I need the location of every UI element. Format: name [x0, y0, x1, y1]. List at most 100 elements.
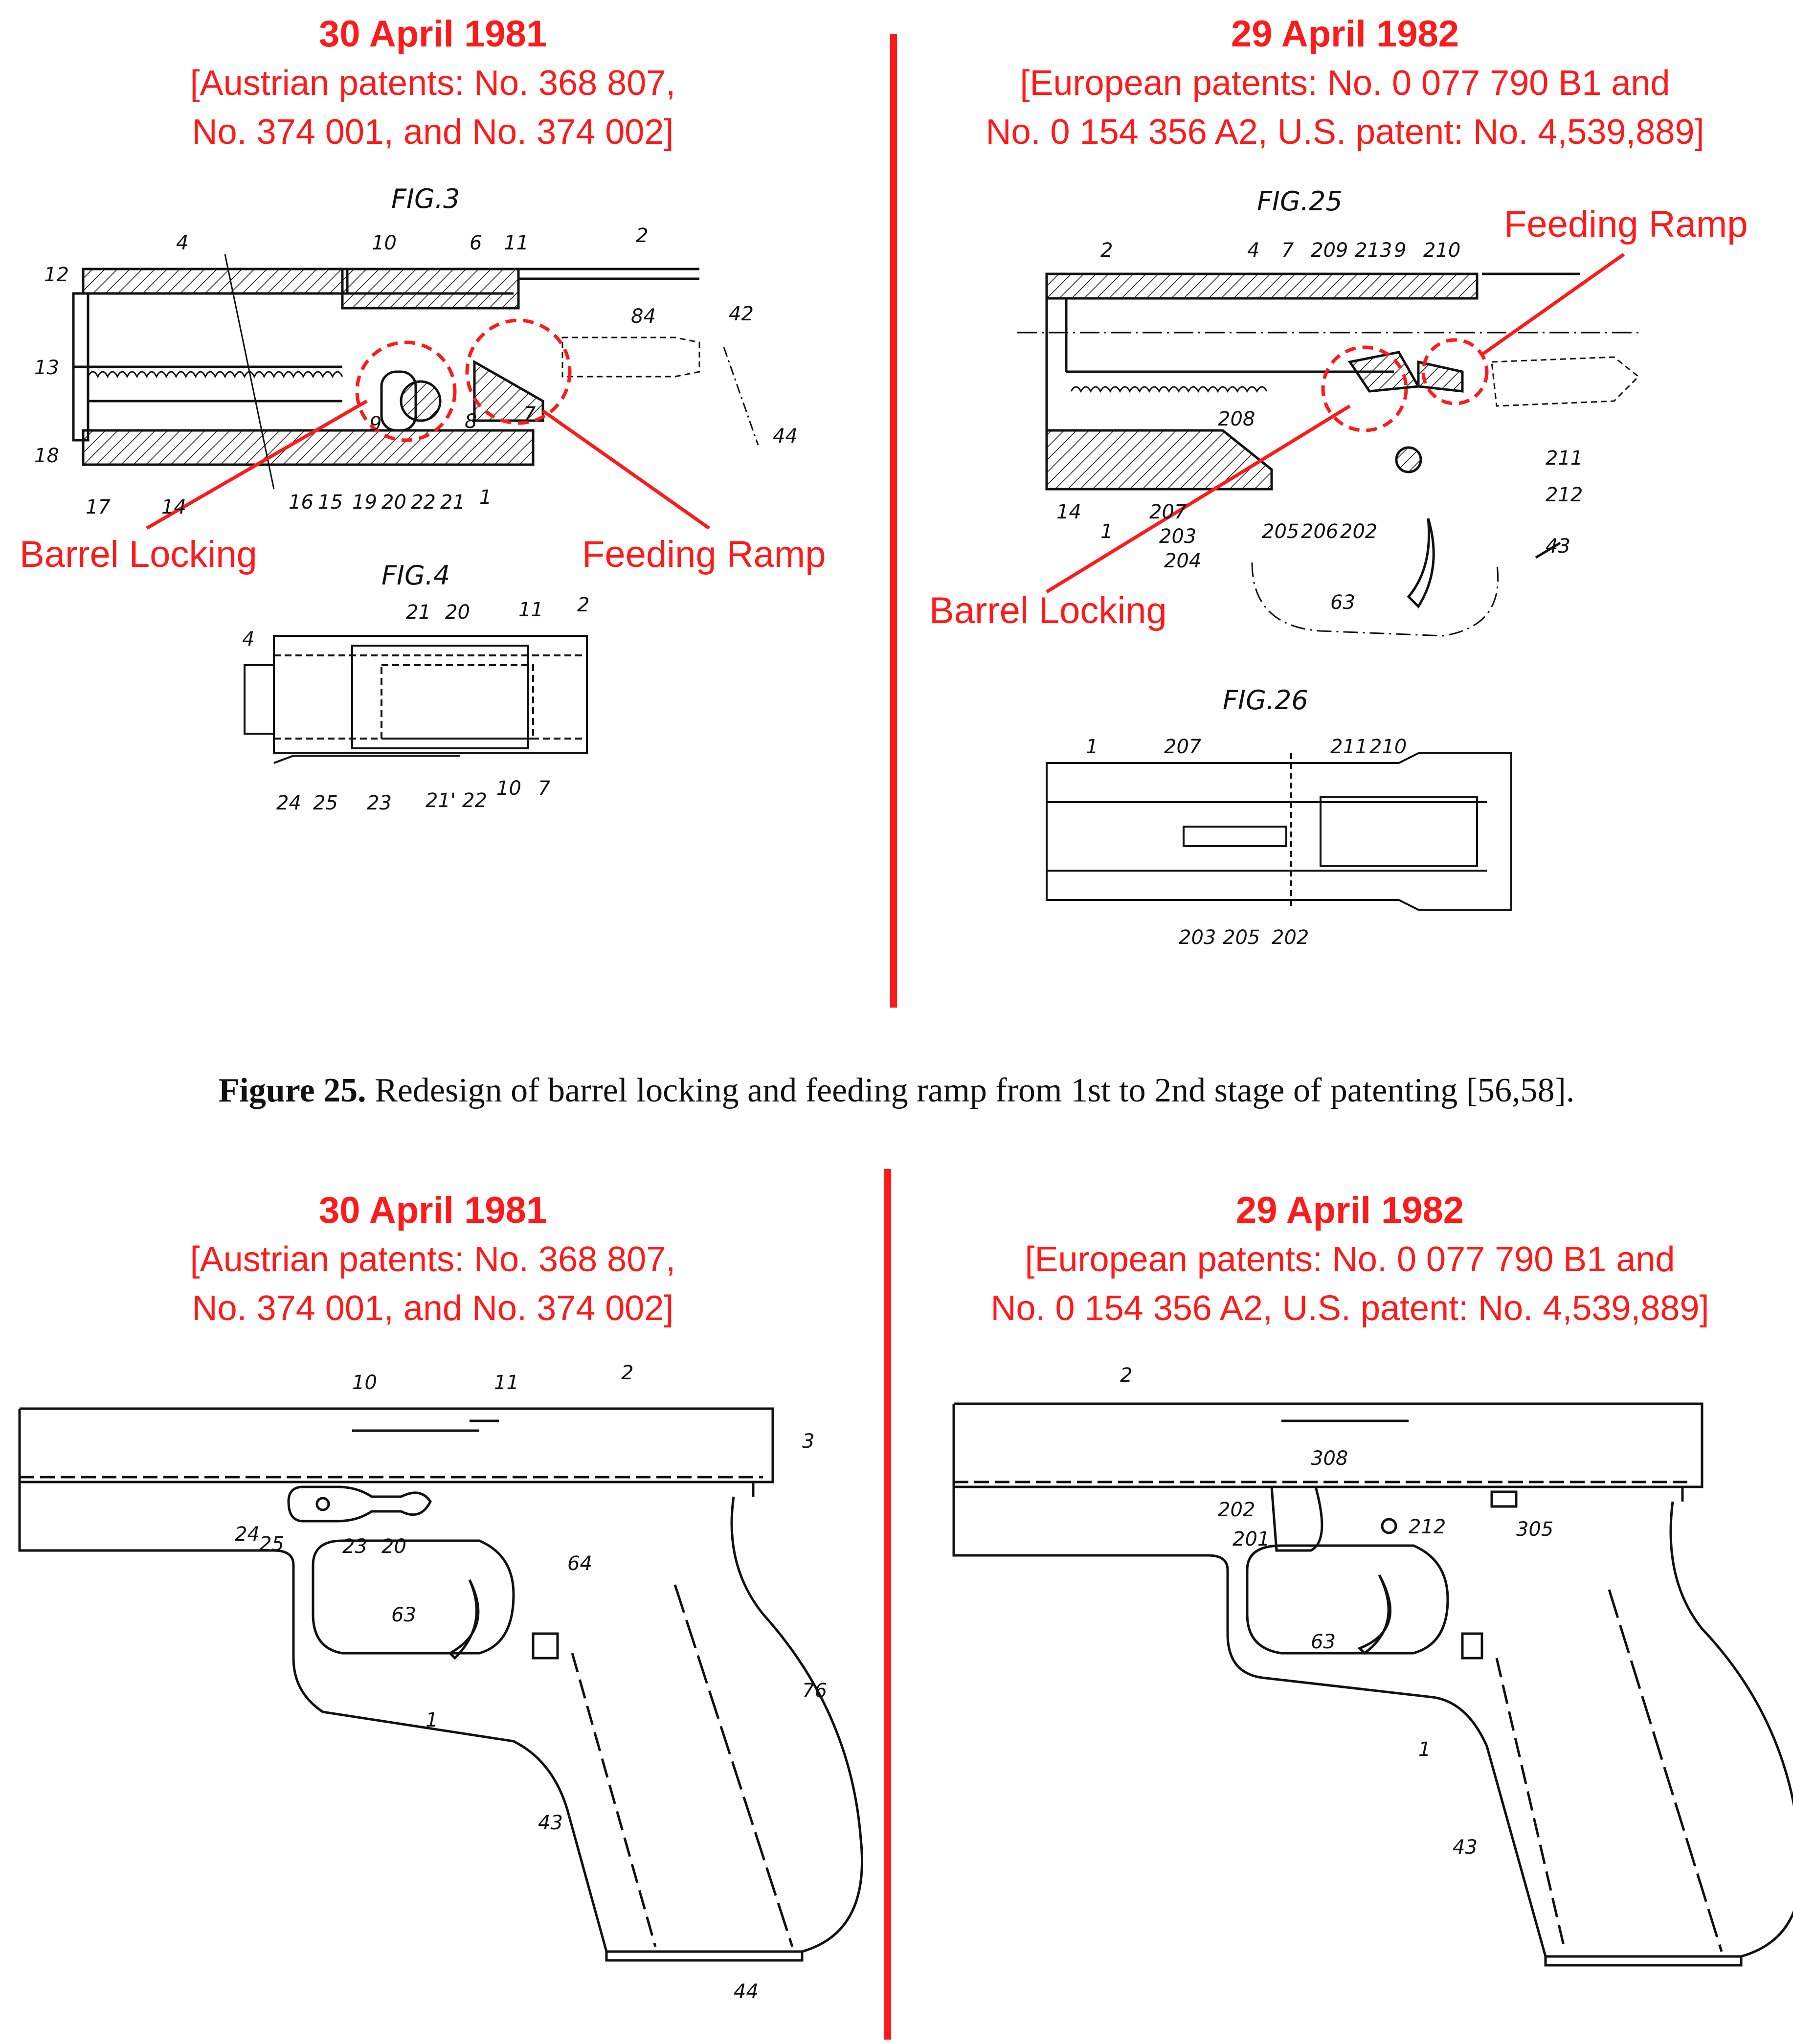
svg-text:1: 1 [1086, 736, 1098, 758]
svg-text:21: 21 [440, 491, 465, 514]
header-bottom-left: 30 April 1981 [Austrian patents: No. 368… [29, 1186, 836, 1333]
pistol-left-drawing [18, 1407, 863, 1962]
header-top-right: 29 April 1982 [European patents: No. 0 0… [919, 10, 1771, 157]
svg-text:11: 11 [504, 232, 529, 254]
caption-label: Figure 25. [218, 1072, 366, 1109]
svg-text:2: 2 [577, 594, 589, 616]
svg-text:20: 20 [381, 1535, 406, 1558]
header-ref-line1: [Austrian patents: No. 368 807, [190, 64, 676, 103]
svg-text:10: 10 [496, 777, 521, 800]
svg-text:20: 20 [381, 491, 406, 514]
svg-text:10: 10 [372, 232, 397, 254]
svg-text:44: 44 [773, 425, 798, 448]
svg-text:43: 43 [1453, 1836, 1478, 1859]
svg-text:3: 3 [802, 1430, 814, 1453]
caption-text: Redesign of barrel locking and feeding r… [366, 1072, 1575, 1109]
svg-text:12: 12 [44, 264, 69, 286]
svg-text:10: 10 [352, 1371, 377, 1394]
fig3-label: FIG.3 [391, 183, 460, 214]
svg-text:212: 212 [1409, 1516, 1446, 1538]
fig25-drawing: FIG.25 [1017, 186, 1640, 637]
header-ref-line2: No. 374 001, and No. 374 002] [192, 1289, 674, 1328]
svg-text:22: 22 [462, 789, 487, 812]
fig4-numbers: 21 20 11 2 4 24 25 23 21' 22 10 7 [242, 594, 589, 814]
svg-text:308: 308 [1311, 1447, 1348, 1470]
svg-text:210: 210 [1423, 239, 1460, 262]
callout-barrel-locking-right: Barrel Locking [929, 590, 1167, 631]
svg-text:24: 24 [235, 1523, 260, 1546]
svg-text:7: 7 [523, 403, 536, 426]
svg-text:1: 1 [1418, 1738, 1431, 1761]
fig26-drawing: FIG.26 [1046, 685, 1512, 911]
svg-text:63: 63 [391, 1604, 416, 1626]
svg-text:43: 43 [538, 1812, 563, 1834]
svg-text:202: 202 [1218, 1499, 1255, 1521]
svg-text:205: 205 [1223, 926, 1260, 949]
svg-text:43: 43 [1546, 535, 1570, 558]
callout-feeding-ramp-right: Feeding Ramp [1504, 203, 1748, 245]
pistol-right-numbers: 2 308 202 201 212 305 63 1 43 [1120, 1364, 1553, 1859]
svg-text:76: 76 [802, 1680, 827, 1702]
fig25-callouts [1046, 253, 1625, 593]
svg-text:13: 13 [34, 357, 59, 379]
pistol-right-drawing [952, 1402, 1793, 1967]
figure-caption: Figure 25. Redesign of barrel locking an… [0, 1071, 1793, 1110]
svg-text:21: 21 [406, 601, 431, 624]
header-ref-line2: No. 0 154 356 A2, U.S. patent: No. 4,539… [990, 1289, 1709, 1328]
svg-text:1: 1 [426, 1709, 438, 1731]
svg-text:11: 11 [494, 1371, 519, 1394]
svg-text:11: 11 [518, 599, 543, 621]
svg-text:212: 212 [1546, 484, 1583, 506]
svg-text:209: 209 [1311, 239, 1348, 262]
svg-text:211: 211 [1546, 447, 1583, 470]
svg-text:23: 23 [342, 1535, 367, 1558]
header-date: 30 April 1981 [318, 1190, 547, 1231]
svg-text:20: 20 [445, 601, 470, 624]
svg-text:25: 25 [259, 1533, 284, 1555]
svg-text:15: 15 [318, 491, 343, 514]
svg-text:2: 2 [636, 225, 648, 247]
svg-text:63: 63 [1330, 591, 1355, 614]
header-ref-line2: No. 374 001, and No. 374 002] [192, 112, 674, 152]
svg-text:4: 4 [1247, 239, 1259, 262]
svg-text:16: 16 [289, 491, 314, 514]
svg-text:210: 210 [1369, 736, 1407, 758]
svg-text:14: 14 [1056, 501, 1081, 523]
svg-text:21': 21' [426, 789, 456, 812]
svg-text:203: 203 [1179, 926, 1216, 949]
header-date: 29 April 1982 [1235, 1190, 1464, 1231]
svg-text:9: 9 [1394, 239, 1406, 262]
svg-text:1: 1 [1100, 520, 1113, 543]
svg-text:2: 2 [1120, 1364, 1132, 1387]
svg-text:202: 202 [1272, 926, 1309, 949]
header-ref-line1: [European patents: No. 0 077 790 B1 and [1025, 1240, 1675, 1279]
header-date: 30 April 1981 [318, 13, 547, 55]
svg-text:17: 17 [86, 496, 111, 518]
svg-text:6: 6 [470, 232, 482, 254]
svg-text:9: 9 [369, 413, 381, 435]
header-date: 29 April 1982 [1231, 13, 1459, 55]
svg-text:4: 4 [176, 232, 188, 254]
fig25-numbers: 2 4 7 209 213 9 210 208 14 1 207 203 204… [1056, 239, 1583, 614]
svg-text:2: 2 [621, 1362, 633, 1384]
svg-text:22: 22 [411, 491, 436, 514]
svg-text:42: 42 [729, 303, 754, 325]
svg-text:23: 23 [367, 792, 392, 814]
svg-text:7: 7 [538, 777, 551, 800]
header-top-left: 30 April 1981 [Austrian patents: No. 368… [29, 10, 836, 157]
fig3-drawing: FIG.3 [72, 183, 759, 490]
svg-text:205: 205 [1262, 520, 1299, 543]
svg-text:211: 211 [1330, 736, 1367, 758]
callout-barrel-locking-left: Barrel Locking [20, 534, 257, 575]
fig26-numbers: 1 207 211 210 203 205 202 [1086, 736, 1407, 949]
svg-text:44: 44 [734, 1980, 759, 2003]
svg-text:14: 14 [161, 496, 186, 518]
svg-text:24: 24 [276, 792, 301, 814]
svg-text:204: 204 [1164, 550, 1201, 572]
svg-text:213: 213 [1355, 239, 1392, 262]
svg-text:208: 208 [1218, 408, 1255, 430]
svg-text:2: 2 [1100, 239, 1113, 262]
svg-text:19: 19 [352, 491, 377, 514]
fig3-callouts [146, 318, 711, 530]
